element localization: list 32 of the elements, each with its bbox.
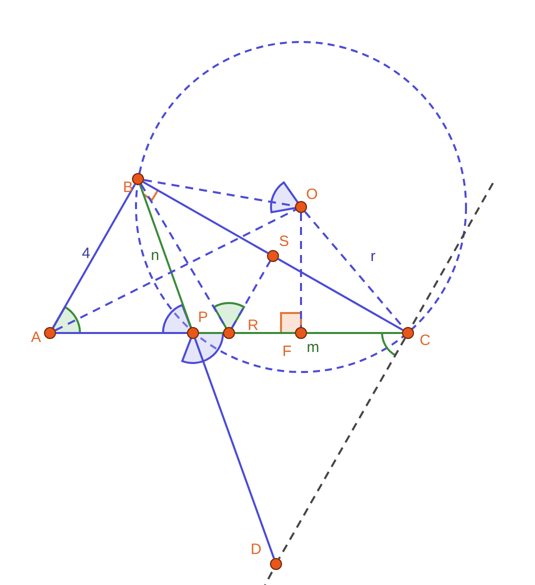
point-label: D [250, 542, 262, 558]
dashed-line [300, 213, 302, 327]
point-label: P [198, 310, 208, 326]
line-segment [199, 332, 402, 334]
point-marker [295, 327, 307, 339]
point-label: R [248, 318, 258, 334]
line-segment [142, 181, 268, 254]
line-segment [278, 258, 404, 331]
point-label: B [123, 180, 133, 196]
point-marker [267, 250, 279, 262]
point-marker [270, 558, 282, 570]
dashed-line [54, 208, 296, 332]
point-label: F [282, 344, 292, 360]
point-marker [223, 327, 235, 339]
line-segment [139, 184, 192, 328]
edge-label: 4 [82, 246, 90, 262]
point-marker [132, 173, 144, 185]
edge-label: r [370, 249, 376, 265]
line-segment [52, 184, 136, 328]
edge-label: m [306, 340, 320, 356]
point-label: A [31, 330, 41, 346]
point-label: O [306, 187, 318, 203]
point-label: S [279, 234, 289, 250]
dashed-line [278, 338, 406, 560]
dashed-line [231, 260, 271, 328]
line-segment [194, 338, 275, 559]
point-marker [295, 201, 307, 213]
point-marker [402, 327, 414, 339]
edge-label: n [150, 248, 160, 264]
point-label: C [420, 333, 430, 349]
point-marker [44, 327, 56, 339]
point-marker [187, 327, 199, 339]
